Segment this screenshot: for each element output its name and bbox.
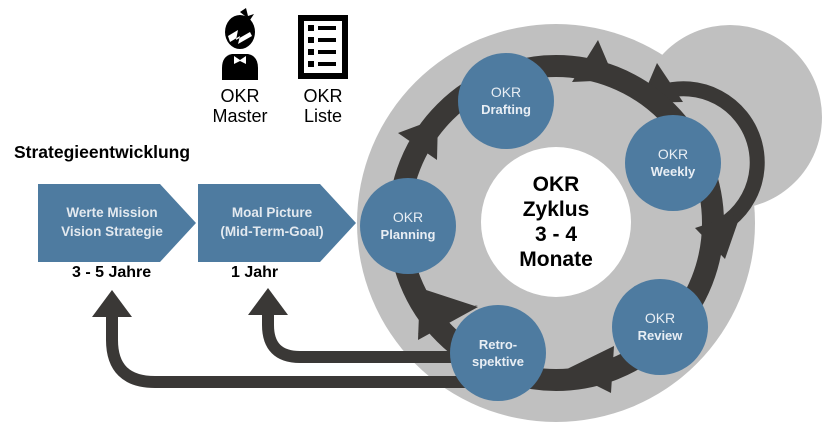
okr-list-label-line2: Liste — [303, 106, 343, 126]
chevron-2-line1: Moal Picture — [231, 205, 313, 220]
duration-1-jahr: 1 Jahr — [231, 264, 279, 281]
cycle-center-line1: OKR — [532, 173, 580, 196]
cycle-center-text: OKR Zyklus 3 - 4 Monate — [519, 172, 593, 272]
okr-list-label: OKR Liste — [293, 86, 353, 126]
node-review-label: OKR Review — [638, 310, 683, 344]
feedback-arrowhead-3-5-jahre — [92, 290, 132, 317]
duration-3-5-jahre: 3 - 5 Jahre — [72, 264, 152, 281]
node-retrospektive-line2: spektive — [471, 354, 525, 369]
feedback-arrow-1-jahr — [262, 310, 500, 363]
feedback-arrowhead-1-jahr — [248, 288, 288, 315]
arrowhead-drafting-to-weekly — [572, 40, 615, 82]
node-review-line2: Review — [637, 328, 683, 343]
chevron-werte-mission[interactable] — [38, 184, 196, 262]
node-planning-label: OKR Planning — [381, 209, 436, 243]
node-drafting-label: OKR Drafting — [481, 84, 531, 118]
chevron-werte-mission-text: Werte Mission Vision Strategie — [42, 203, 182, 241]
cycle-center-line4: Monate — [519, 248, 593, 271]
chevron-2-line2: (Mid-Term-Goal) — [220, 224, 324, 239]
chevron-moal-picture-text: Moal Picture (Mid-Term-Goal) — [202, 203, 342, 241]
cycle-center-line3: 3 - 4 — [534, 223, 578, 246]
cycle-center — [481, 147, 631, 297]
node-retrospektive-line1: Retro- — [478, 337, 518, 352]
node-weekly-line2: Weekly — [650, 164, 696, 179]
node-planning-line1: OKR — [392, 209, 424, 225]
chevron-1-line2: Vision Strategie — [61, 224, 163, 239]
cycle-center-line2: Zyklus — [522, 198, 590, 221]
strategy-title: Strategieentwicklung — [14, 142, 191, 162]
arrowhead-retro-to-planning-body — [418, 288, 478, 340]
okr-list-icon — [298, 15, 348, 79]
chevron-1-line1: Werte Mission — [66, 205, 158, 220]
node-planning[interactable] — [360, 178, 456, 274]
node-weekly[interactable] — [625, 115, 721, 211]
okr-master-label: OKR Master — [210, 86, 270, 126]
node-drafting[interactable] — [458, 53, 554, 149]
arrowhead-weekly-to-review — [695, 213, 741, 259]
okr-master-label-line1: OKR — [220, 86, 260, 106]
feedback-arrow-3-5-jahre — [106, 313, 500, 388]
okr-list-label-line1: OKR — [303, 86, 343, 106]
arrowhead-planning-to-drafting — [398, 118, 438, 160]
node-retrospektive[interactable] — [450, 305, 546, 401]
node-planning-line2: Planning — [380, 227, 436, 242]
okr-master-icon — [222, 8, 258, 80]
node-drafting-line1: OKR — [490, 84, 522, 100]
okr-master-label-line2: Master — [212, 106, 268, 126]
node-retrospektive-label: Retro- spektive — [472, 336, 524, 370]
node-review-line1: OKR — [644, 310, 676, 326]
node-review[interactable] — [612, 279, 708, 375]
node-drafting-line2: Drafting — [481, 102, 531, 117]
node-weekly-label: OKR Weekly — [651, 146, 696, 180]
chevron-moal-picture[interactable] — [198, 184, 356, 262]
node-weekly-line1: OKR — [657, 146, 689, 162]
arrowhead-review-to-retro — [565, 346, 614, 393]
